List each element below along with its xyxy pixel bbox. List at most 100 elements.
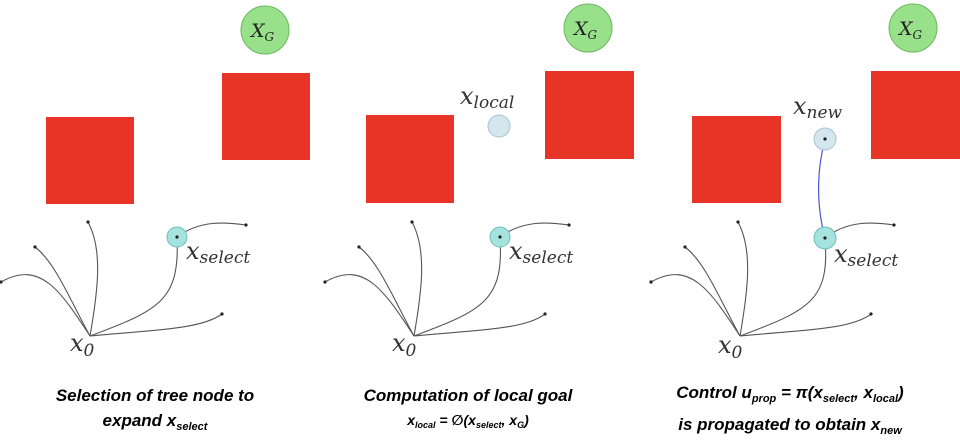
tree-edge (176, 222, 247, 238)
tree-edge (87, 221, 99, 337)
eq-end: ) (524, 412, 529, 428)
c3-d: ) (898, 383, 904, 402)
caption-1: Selection of tree node to expand xselect (10, 383, 300, 440)
tree-node (0, 280, 3, 284)
eq-a: x (468, 412, 476, 428)
new-sub: new (807, 103, 843, 123)
panel-1: XG xselect x0 (0, 5, 310, 361)
caption-3-line2: is propagated to obtain xnew (620, 412, 960, 444)
select-sub: select (523, 248, 574, 268)
goal-label: X (572, 18, 589, 40)
c3-b: = π(x (776, 383, 823, 402)
tree-node (869, 312, 873, 316)
tree-edge (34, 246, 91, 337)
select-node-center (823, 236, 827, 240)
tree (0, 221, 247, 337)
caption-1-text: expand x (102, 411, 177, 430)
propagation-edge (817, 139, 826, 239)
obstacle-left (46, 117, 134, 204)
c3-a: Control u (676, 383, 752, 402)
tree-node (323, 280, 327, 284)
obstacle-right (871, 71, 960, 159)
tree-edge (411, 221, 423, 337)
tree (650, 221, 895, 337)
tree-edge (739, 237, 827, 337)
c3-a-sub: prop (751, 393, 777, 405)
eq-lhs-sub: local (415, 420, 436, 430)
root-label: x (718, 331, 732, 359)
caption-2: Computation of local goal xlocal = ∅(xse… (318, 383, 618, 438)
obstacle-left (692, 116, 781, 203)
root-sub: 0 (84, 341, 95, 361)
eq-mid: = ∅( (435, 412, 469, 428)
goal-label: X (897, 18, 914, 40)
root-sub: 0 (406, 341, 417, 361)
panel-3: XG xnew xselec (649, 3, 960, 363)
tree (324, 221, 570, 337)
goal-sub: G (588, 28, 598, 42)
tree-nodes (323, 220, 571, 316)
tree-edge (650, 274, 741, 337)
tree-edge (324, 274, 415, 337)
svg-text:xselect: xselect (186, 237, 250, 268)
local-goal-node (487, 114, 511, 138)
obstacle-right (222, 73, 310, 160)
tree-edge (413, 313, 546, 337)
new-node-center (823, 137, 827, 141)
local-label: x (460, 82, 474, 110)
tree-edge (684, 246, 741, 337)
root-label: x (70, 329, 84, 357)
c3-c: , x (854, 383, 873, 402)
goal-circle (563, 3, 613, 53)
tree-edge (499, 222, 570, 238)
tree-node (543, 312, 547, 316)
tree-node (567, 223, 571, 227)
tree-node (86, 220, 90, 224)
tree-node (220, 312, 224, 316)
caption-1-line1: Selection of tree node to (55, 386, 255, 405)
caption-2-equation: xlocal = ∅(xselect, xG) (318, 408, 618, 438)
goal-sub: G (913, 28, 923, 42)
tree-edge (89, 236, 178, 337)
svg-text:XG: XG (249, 20, 275, 44)
svg-text:XG: XG (572, 18, 598, 42)
tree-edge (0, 274, 91, 337)
tree-node (33, 245, 37, 249)
tree-nodes (649, 220, 896, 316)
svg-text:xselect: xselect (509, 237, 573, 268)
local-sub: local (474, 93, 515, 113)
tree-node (649, 280, 653, 284)
tree-edge (89, 313, 223, 337)
eq-lhs: x (407, 412, 416, 428)
c3-b-sub: select (822, 393, 855, 405)
select-label: x (834, 240, 848, 268)
select-sub: select (200, 248, 251, 268)
svg-text:x0: x0 (718, 331, 743, 363)
tree-node (410, 220, 414, 224)
eq-b-sub: G (517, 420, 525, 430)
select-sub: select (848, 251, 899, 271)
tree-edge (413, 236, 502, 337)
goal-sub: G (265, 30, 275, 44)
eq-b: x (509, 412, 518, 428)
c3-c-sub: local (872, 393, 899, 405)
tree-nodes (0, 220, 248, 316)
svg-text:x0: x0 (392, 329, 417, 361)
caption-3: Control uprop = π(xselect, xlocal) is pr… (620, 380, 960, 444)
caption-3-line1: Control uprop = π(xselect, xlocal) (620, 380, 960, 412)
select-label: x (186, 237, 200, 265)
tree-node (357, 245, 361, 249)
tree-node (892, 223, 896, 227)
caption-1-line2: expand xselect (10, 408, 300, 440)
obstacle-right (545, 71, 634, 159)
caption-1-sub: select (176, 421, 208, 433)
goal-circle (240, 5, 290, 55)
select-label: x (509, 237, 523, 265)
caption-2-line1: Computation of local goal (363, 386, 573, 405)
panel-2: XG xlocal xselect x0 (323, 3, 634, 361)
new-label: x (793, 92, 807, 120)
svg-text:x0: x0 (70, 329, 95, 361)
tree-node (736, 220, 740, 224)
